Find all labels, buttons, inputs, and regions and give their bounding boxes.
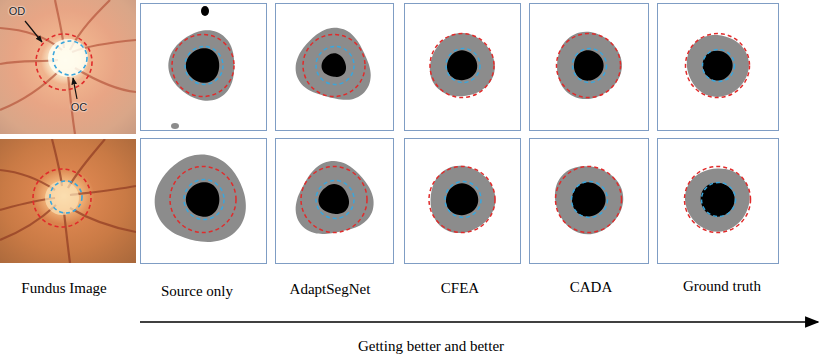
cup-mask bbox=[186, 48, 219, 83]
od-contour bbox=[303, 35, 365, 97]
disc-mask bbox=[155, 154, 246, 242]
leader-arrow bbox=[73, 78, 77, 99]
disc-mask bbox=[687, 35, 749, 97]
od-contour bbox=[36, 34, 92, 90]
cup-mask bbox=[701, 183, 735, 217]
column-label: AdaptSegNet bbox=[290, 281, 371, 298]
od-contour bbox=[33, 169, 91, 227]
od-contour bbox=[172, 35, 234, 97]
optic-cup-bright bbox=[48, 39, 88, 77]
disc-mask bbox=[557, 32, 622, 99]
progress-arrow bbox=[140, 321, 818, 323]
column-label: Fundus Image bbox=[21, 280, 106, 297]
arrow-caption: Getting better and better bbox=[358, 338, 504, 355]
cup-mask bbox=[574, 50, 604, 80]
segmentation-panel bbox=[276, 139, 394, 264]
od-contour bbox=[686, 34, 750, 98]
cup-mask bbox=[186, 182, 220, 217]
segmentation-panel bbox=[405, 4, 521, 131]
segmentation-panel bbox=[276, 4, 394, 131]
segmentation-panel bbox=[530, 139, 649, 264]
od-contour bbox=[301, 167, 367, 233]
od-contour bbox=[170, 167, 236, 233]
oc-contour bbox=[184, 180, 224, 220]
optic-cup-bright bbox=[45, 181, 79, 215]
disc-mask bbox=[431, 166, 496, 233]
column-label: CFEA bbox=[441, 280, 479, 297]
blood-vessel bbox=[64, 212, 70, 263]
oc-contour bbox=[702, 183, 736, 217]
segmentation-panel bbox=[405, 139, 521, 264]
panel-frame bbox=[658, 139, 779, 264]
oc-contour bbox=[53, 41, 87, 75]
od-contour bbox=[430, 34, 494, 98]
segmentation-panel bbox=[141, 4, 267, 131]
oc-contour bbox=[185, 47, 223, 85]
panel-frame bbox=[658, 4, 779, 131]
column-label: CADA bbox=[570, 279, 613, 296]
cup-mask bbox=[446, 183, 478, 215]
panel-frame bbox=[141, 4, 267, 131]
oc-contour bbox=[445, 182, 481, 218]
cup-mask bbox=[447, 50, 477, 80]
oc-contour bbox=[573, 49, 607, 83]
false-positive-blob bbox=[201, 6, 209, 16]
panel-frame bbox=[530, 139, 649, 264]
blood-vessel bbox=[68, 139, 105, 188]
disc-mask bbox=[296, 161, 374, 234]
leader-arrow bbox=[25, 21, 42, 42]
disc-mask bbox=[555, 166, 623, 234]
cup-mask bbox=[318, 184, 349, 214]
panel-frame bbox=[405, 4, 521, 131]
structure-label: OD bbox=[9, 5, 26, 18]
od-contour bbox=[685, 167, 751, 233]
segmentation-panel bbox=[658, 4, 779, 131]
structure-label: OC bbox=[71, 101, 88, 114]
oc-contour bbox=[703, 50, 735, 82]
fundus-background bbox=[0, 139, 136, 263]
blood-vessel bbox=[0, 205, 56, 240]
fundus-background bbox=[0, 0, 136, 134]
od-contour bbox=[429, 167, 495, 233]
panel-frame bbox=[276, 4, 394, 131]
od-contour bbox=[557, 34, 621, 98]
column-label: Ground truth bbox=[683, 278, 761, 295]
panel-frame bbox=[405, 139, 521, 264]
disc-mask bbox=[685, 168, 750, 231]
oc-contour bbox=[446, 49, 480, 83]
segmentation-panel bbox=[530, 4, 649, 131]
segmentation-panel bbox=[141, 139, 267, 264]
blood-vessel bbox=[0, 70, 60, 110]
fundus-image bbox=[0, 0, 136, 134]
panel-frame bbox=[141, 139, 267, 264]
column-label: Source only bbox=[161, 283, 233, 300]
blood-vessel bbox=[70, 208, 136, 232]
cup-mask bbox=[322, 53, 347, 77]
oc-contour bbox=[316, 181, 354, 219]
segmentation-panel bbox=[658, 139, 779, 264]
panel-frame bbox=[530, 4, 649, 131]
od-contour bbox=[556, 167, 622, 233]
blood-vessel bbox=[75, 68, 136, 92]
false-positive-blob bbox=[171, 123, 179, 129]
disc-mask bbox=[168, 30, 234, 101]
blood-vessel bbox=[52, 139, 62, 186]
fundus-image bbox=[0, 139, 136, 263]
oc-contour bbox=[50, 181, 82, 213]
oc-contour bbox=[572, 182, 608, 218]
panel-frame bbox=[276, 139, 394, 264]
disc-mask bbox=[296, 28, 371, 100]
oc-contour bbox=[316, 47, 354, 85]
